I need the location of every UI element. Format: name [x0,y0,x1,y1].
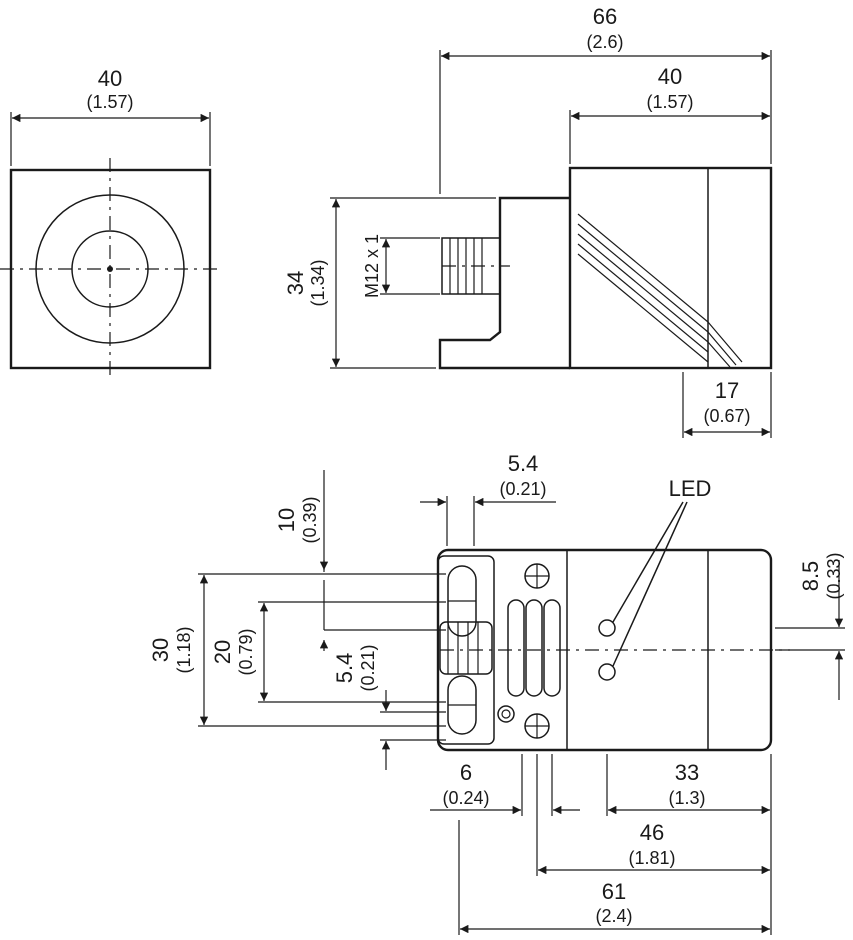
base-body-outline [438,196,570,370]
face-depth-mm: 17 [715,378,739,403]
overall-length-in: (2.6) [586,32,623,52]
face-depth-in: (0.67) [703,406,750,426]
overall-length-mm: 66 [593,4,617,29]
slot-width-in: (0.21) [499,479,546,499]
mid-length-in: (1.81) [628,848,675,868]
led-leader-2 [612,501,688,667]
rib-3 [543,599,561,697]
height-in: (1.34) [308,259,328,306]
top-offset-in: (0.39) [300,496,320,543]
height-mm: 34 [283,271,308,295]
body-length-mm: 61 [602,879,626,904]
side-view: 66 (2.6) 40 (1.57) 34 (1.34) M12 x 1 17 … [283,4,773,438]
m12-connector [441,237,510,295]
mid-length-mm: 46 [640,820,664,845]
base-plate [437,555,495,745]
body-length-in: (2.4) [595,906,632,926]
hole-spacing-in: (1.18) [174,626,194,673]
small-slot-mm: 5.4 [332,653,357,684]
top-offset-mm: 10 [274,508,299,532]
inner-spacing-in: (0.79) [236,628,256,675]
led-offset-in: (0.33) [824,552,844,599]
head-length-mm: 40 [658,64,682,89]
led-zone-mm: 33 [675,760,699,785]
thread-label: M12 x 1 [362,234,382,298]
front-width-in: (1.57) [86,92,133,112]
base-offset-mm: 6 [460,760,472,785]
head-stripes [577,213,743,368]
hole-spacing-mm: 30 [148,638,173,662]
small-slot-in: (0.21) [358,644,378,691]
led-zone-in: (1.3) [668,788,705,808]
rib-2 [525,599,543,697]
base-offset-in: (0.24) [442,788,489,808]
inner-spacing-mm: 20 [210,640,235,664]
small-screw [497,705,515,723]
led-leader-1 [612,501,684,623]
front-view: 40 (1.57) [0,66,222,380]
front-width-mm: 40 [98,66,122,91]
led-offset-mm: 8.5 [798,561,823,592]
sensor-head-outline [568,166,773,370]
led-indicator-1 [598,619,616,637]
rib-1 [507,599,525,697]
led-indicator-2 [598,663,616,681]
head-length-in: (1.57) [646,92,693,112]
slot-width-mm: 5.4 [508,451,539,476]
top-connector [439,621,493,675]
top-view: LED 5.4 (0.21) 10 (0.39) 30 (1.18) 20 (0… [148,451,845,935]
led-label: LED [669,476,712,501]
